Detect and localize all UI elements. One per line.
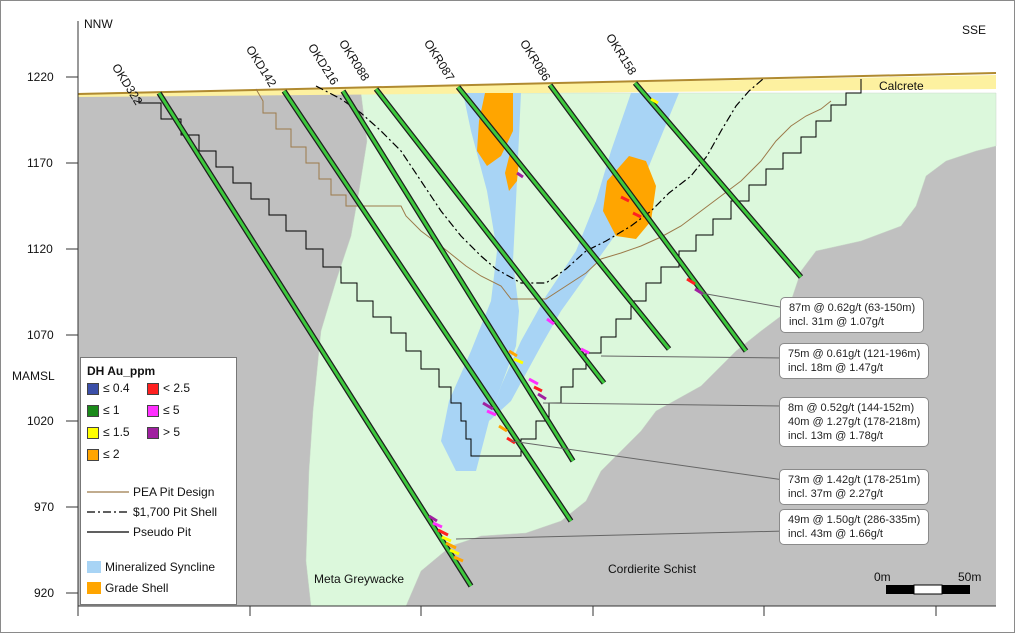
direction-left-label: NNW bbox=[84, 17, 113, 31]
callout-line: incl. 31m @ 1.07g/t bbox=[789, 316, 884, 328]
y-tick-label: 1120 bbox=[27, 242, 53, 256]
direction-right-label: SSE bbox=[962, 23, 987, 37]
scale-bar-end-label: 50m bbox=[958, 570, 982, 584]
legend: DH Au_ppm ≤ 0.4 < 2.5 ≤ 1 ≤ 5 ≤ 1.5 > 5 … bbox=[80, 357, 237, 605]
legend-label-pit-shell: $1,700 Pit Shell bbox=[133, 505, 218, 519]
assay-ticks bbox=[428, 97, 704, 563]
legend-swatch-le-2 bbox=[87, 449, 99, 461]
legend-swatch-le-1 bbox=[87, 405, 99, 417]
legend-label: > 5 bbox=[163, 425, 181, 439]
hole-okr086 bbox=[548, 84, 748, 352]
legend-label: < 2.5 bbox=[163, 381, 191, 395]
legend-label-grade-shell: Grade Shell bbox=[105, 581, 169, 595]
legend-label: ≤ 1 bbox=[103, 403, 120, 417]
pit-shell-line bbox=[315, 78, 764, 284]
calcrete-label: Calcrete bbox=[879, 79, 924, 93]
hole-okr158 bbox=[633, 82, 803, 278]
legend-label: ≤ 2 bbox=[103, 447, 120, 461]
callout-line: 75m @ 0.61g/t (121-196m) bbox=[788, 348, 921, 360]
callout-okd216-intercept: 73m @ 1.42g/t (178-251m) incl. 37m @ 2.2… bbox=[779, 469, 930, 505]
cordierite-schist-label: Cordierite Schist bbox=[608, 562, 697, 576]
callout-line: incl. 13m @ 1.78g/t bbox=[788, 430, 883, 442]
callout-line: 49m @ 1.50g/t (286-335m) bbox=[788, 514, 921, 526]
legend-label-syncline: Mineralized Syncline bbox=[105, 560, 216, 574]
legend-line-samples bbox=[87, 491, 129, 533]
left-axis-ticks bbox=[66, 76, 78, 594]
legend-label-pseudo-pit: Pseudo Pit bbox=[133, 525, 192, 539]
hole-okd322 bbox=[157, 92, 473, 587]
callout-okr087-intercept: 8m @ 0.52g/t (144-152m) 40m @ 1.27g/t (1… bbox=[779, 397, 930, 447]
y-tick-label: 920 bbox=[34, 586, 55, 600]
callout-line: incl. 37m @ 2.27g/t bbox=[788, 488, 883, 500]
callout-okd322-intercept: 49m @ 1.50g/t (286-335m) incl. 43m @ 1.6… bbox=[779, 509, 930, 545]
legend-title: DH Au_ppm bbox=[87, 364, 156, 378]
legend-swatch-le-1-5 bbox=[87, 427, 99, 439]
y-axis-title: MAMSL bbox=[12, 369, 55, 383]
scale-bar-start-label: 0m bbox=[874, 570, 891, 584]
pea-pit-design-line bbox=[255, 88, 832, 300]
hole-okr087 bbox=[456, 86, 671, 350]
bottom-axis-ticks bbox=[77, 606, 937, 616]
callout-line: 87m @ 0.62g/t (63-150m) bbox=[789, 302, 916, 314]
callout-okr086-intercept: 75m @ 0.61g/t (121-196m) incl. 18m @ 1.4… bbox=[779, 343, 930, 379]
hole-okd142 bbox=[282, 90, 573, 522]
y-tick-label: 1070 bbox=[27, 328, 54, 342]
callout-line: 40m @ 1.27g/t (178-218m) bbox=[788, 416, 921, 428]
calcrete-layer bbox=[78, 75, 996, 97]
legend-swatch-lt-2-5 bbox=[147, 383, 159, 395]
meta-greywacke-label: Meta Greywacke bbox=[314, 572, 405, 586]
callout-line: 8m @ 0.52g/t (144-152m) bbox=[788, 402, 915, 414]
legend-swatch-le-0-4 bbox=[87, 383, 99, 395]
legend-label: ≤ 0.4 bbox=[103, 381, 130, 395]
legend-label-pea-pit: PEA Pit Design bbox=[133, 485, 215, 499]
callout-line: 73m @ 1.42g/t (178-251m) bbox=[788, 474, 921, 486]
callout-line: incl. 43m @ 1.66g/t bbox=[788, 528, 883, 540]
scale-bar bbox=[886, 584, 970, 595]
y-tick-label: 1220 bbox=[27, 70, 54, 84]
legend-label: ≤ 1.5 bbox=[103, 425, 130, 439]
callout-leaders bbox=[455, 292, 792, 540]
legend-swatch-le-5 bbox=[147, 405, 159, 417]
legend-label: ≤ 5 bbox=[163, 403, 180, 417]
y-tick-label: 1020 bbox=[27, 414, 54, 428]
hole-okd216 bbox=[341, 90, 575, 462]
legend-swatch-grade-shell bbox=[87, 582, 101, 594]
drill-holes bbox=[156, 81, 804, 588]
topography-line bbox=[77, 72, 997, 95]
callout-okr158-intercept: 87m @ 0.62g/t (63-150m) incl. 31m @ 1.07… bbox=[780, 297, 925, 333]
y-tick-label: 1170 bbox=[27, 156, 53, 170]
legend-swatch-syncline bbox=[87, 561, 101, 573]
callout-line: incl. 18m @ 1.47g/t bbox=[788, 362, 883, 374]
y-tick-label: 970 bbox=[34, 500, 55, 514]
legend-swatch-gt-5 bbox=[147, 427, 159, 439]
mineralized-syncline-west-limb bbox=[441, 93, 521, 471]
hole-okr088 bbox=[374, 88, 606, 384]
